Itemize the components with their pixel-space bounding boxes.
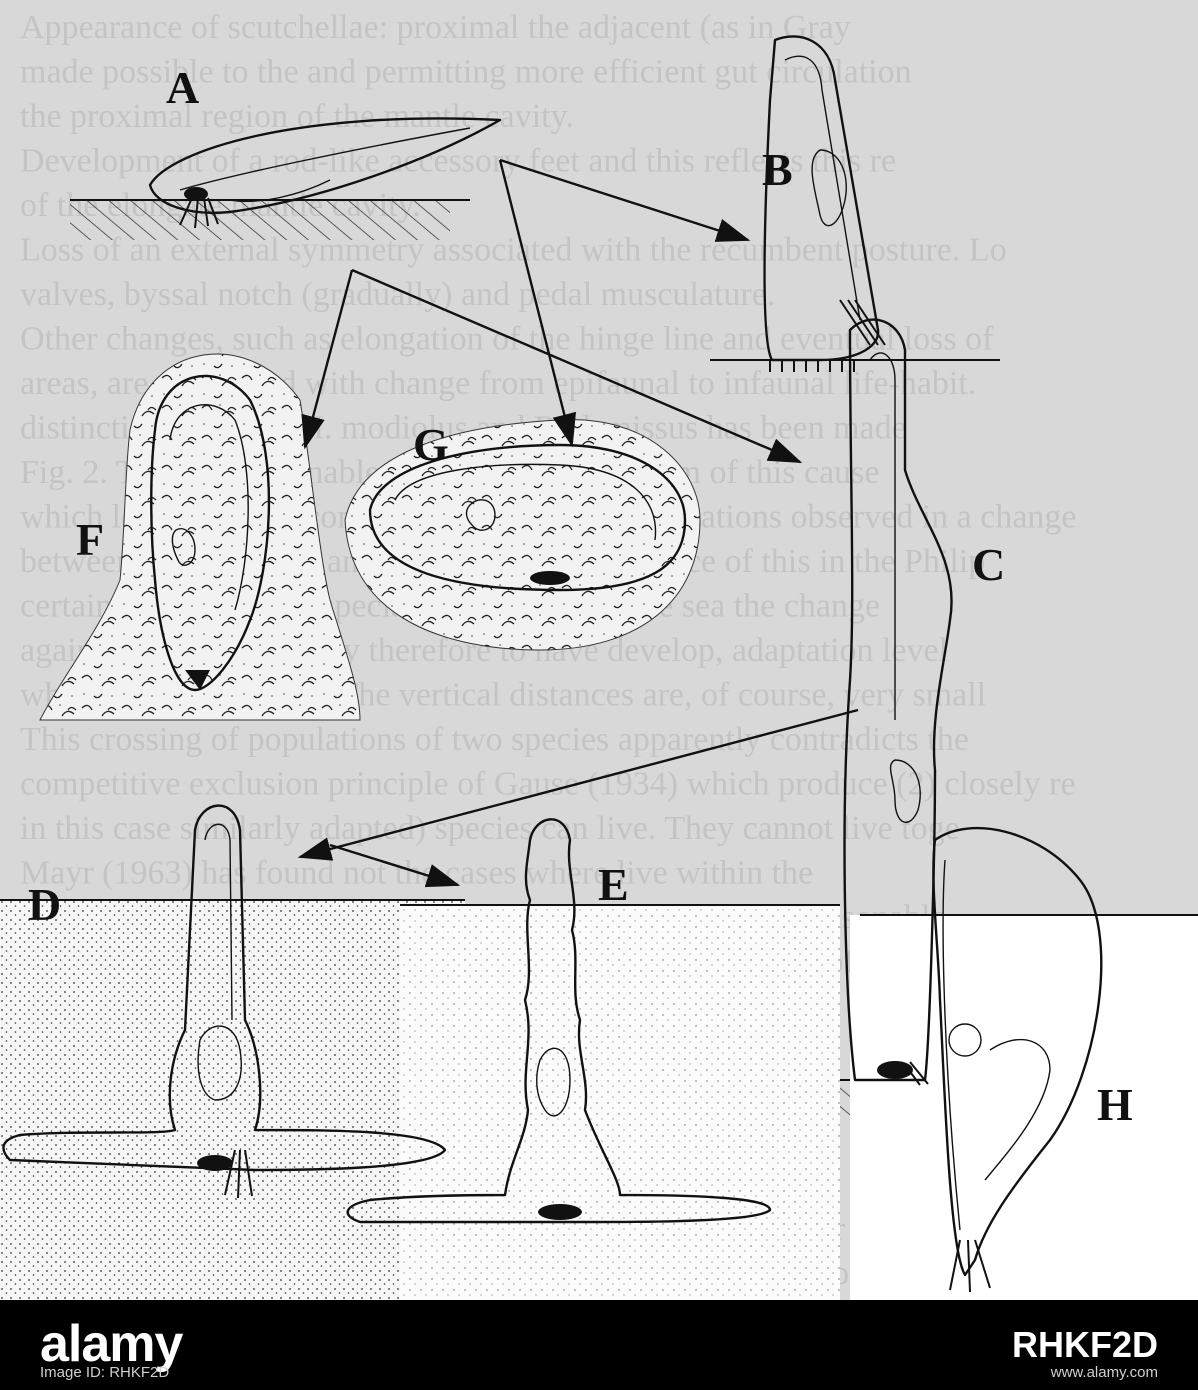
panel-label-c: C [972,539,1005,590]
specimen-g [344,419,701,651]
panel-label-f: F [76,514,104,565]
background-text-line: valves, byssal notch (gradually) and ped… [20,276,775,313]
evolution-arrows [297,158,859,888]
panel-label-g: G [413,419,449,470]
background-text-line: made possible to the and permitting more… [20,54,912,91]
background-text-line: in this case similarly adapted) species … [20,810,960,847]
sediment-h [850,915,1198,1300]
specimen-a [148,117,502,229]
background-text-line: Appearance of scutchellae: proximal the … [20,9,851,46]
specimen-e [346,818,772,1224]
image-id-label: RHKF2D [1011,1324,1158,1365]
background-text-line: Development of a rod-like accessory feet… [20,143,896,180]
panel-label-a: A [166,62,199,113]
image-id-caption: Image ID: RHKF2D [40,1364,170,1381]
panel-label-d: D [28,879,61,930]
background-text-line: Other changes, such as elongation of the… [20,321,994,358]
watermark-banner: alamy RHKF2D Image ID: RHKF2D www.alamy.… [0,1300,1198,1390]
specimen-f [39,353,361,721]
panel-label-b: B [762,144,793,195]
background-text-line: This crossing of populations of two spec… [20,721,969,758]
site-url[interactable]: www.alamy.com [1050,1364,1158,1381]
panel-label-e: E [598,859,629,910]
biology-figure: Appearance of scutchellae: proximal the … [0,0,1198,1300]
sediment-e [400,905,840,1300]
specimen-d [2,804,447,1199]
background-text-line: competitive exclusion principle of Gause… [20,766,1076,803]
sediment-d [0,900,465,1300]
specimen-h [932,827,1103,1293]
figure-drawing: Appearance of scutchellae: proximal the … [0,9,1198,1300]
specimen-c [843,318,953,1086]
brand-logo: alamy [40,1315,183,1373]
panel-label-h: H [1097,1079,1133,1130]
